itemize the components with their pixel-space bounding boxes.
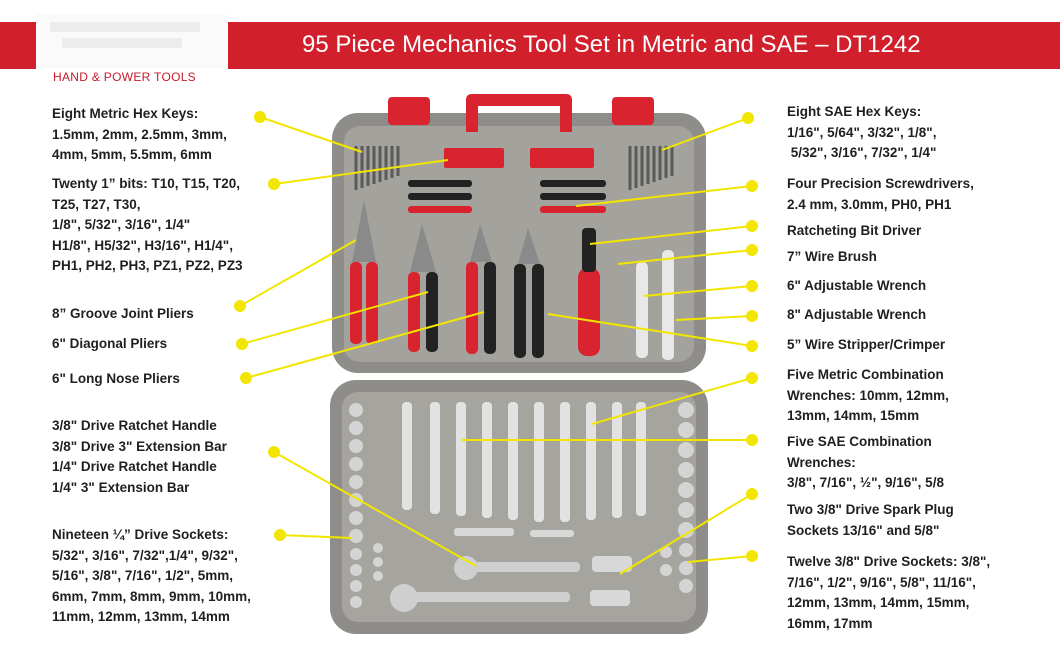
- label-bits: Twenty 1” bits: T10, T15, T20, T25, T27,…: [52, 174, 243, 277]
- label-line: Sockets 13/16" and 5/8": [787, 522, 940, 538]
- label-metric-combination: Five Metric Combination Wrenches: 10mm, …: [787, 365, 949, 427]
- label-line: 1/16", 5/64", 3/32", 1/8",: [787, 124, 937, 140]
- callout-lines: [234, 111, 758, 575]
- metric-hex-keys: [354, 146, 400, 190]
- groove-joint-pliers: [350, 200, 378, 344]
- label-threeeighth-sockets: Twelve 3/8" Drive Sockets: 3/8", 7/16", …: [787, 552, 990, 634]
- logo-mark-line: [62, 38, 182, 48]
- label-line: 1.5mm, 2mm, 2.5mm, 3mm,: [52, 126, 227, 142]
- label-line: 5/32", 3/16", 7/32",1/4", 9/32",: [52, 547, 238, 563]
- case-latch-left: [388, 97, 430, 125]
- label-line: 8" Adjustable Wrench: [787, 307, 927, 322]
- label-line: Twelve 3/8" Drive Sockets: 3/8",: [787, 554, 991, 569]
- label-line: 1/4" 3" Extension Bar: [52, 479, 190, 495]
- label-ratchets: 3/8" Drive Ratchet Handle 3/8" Drive 3" …: [52, 416, 227, 498]
- label-quarter-sockets: Nineteen ¼” Drive Sockets: 5/32", 3/16",…: [52, 525, 251, 628]
- spark-plug-sockets: [590, 556, 632, 606]
- extension-bars: [454, 528, 574, 537]
- label-line: 4mm, 5mm, 5.5mm, 6mm: [52, 147, 212, 162]
- label-line: 3/8", 7/16", ½", 9/16", 5/8: [787, 475, 944, 490]
- label-precision-screwdrivers: Four Precision Screwdrivers, 2.4 mm, 3.0…: [787, 174, 974, 215]
- label-line: 6" Diagonal Pliers: [52, 336, 168, 351]
- page-title: 95 Piece Mechanics Tool Set in Metric an…: [302, 31, 921, 58]
- label-long-nose-pliers: 6" Long Nose Pliers: [52, 369, 180, 390]
- combination-wrenches: [402, 402, 646, 522]
- label-sae-hex-keys: Eight SAE Hex Keys: 1/16", 5/64", 3/32",…: [787, 102, 936, 164]
- label-bit-driver: Ratcheting Bit Driver: [787, 221, 921, 242]
- label-sae-combination: Five SAE Combination Wrenches: 3/8", 7/1…: [787, 432, 944, 494]
- label-line: 6" Adjustable Wrench: [787, 278, 927, 293]
- label-line: 11mm, 12mm, 13mm, 14mm: [52, 609, 230, 624]
- label-line: 6" Long Nose Pliers: [52, 371, 180, 386]
- precision-screwdrivers: [408, 180, 606, 213]
- label-line: 1/8", 5/32", 3/16", 1/4": [52, 217, 191, 232]
- label-line: 2.4 mm, 3.0mm, PH0, PH1: [787, 196, 952, 212]
- brand-tagline: HAND & POWER TOOLS: [53, 70, 196, 84]
- label-line: 7” Wire Brush: [787, 249, 877, 264]
- label-line: 16mm, 17mm: [787, 615, 873, 631]
- long-nose-pliers: [466, 224, 496, 354]
- label-line: Eight SAE Hex Keys:: [787, 104, 922, 119]
- label-line: 5” Wire Stripper/Crimper: [787, 337, 946, 352]
- label-line: Twenty 1” bits: T10, T15, T20,: [52, 176, 241, 191]
- label-line: 7/16", 1/2", 9/16", 5/8", 11/16",: [787, 574, 976, 590]
- label-line: Eight Metric Hex Keys:: [52, 106, 199, 121]
- bit-holder-right: [530, 148, 594, 168]
- label-line: T25, T27, T30,: [52, 196, 141, 212]
- label-line: Five SAE Combination: [787, 434, 932, 449]
- case-latch-right: [612, 97, 654, 125]
- label-line: 5/16", 3/8", 7/16", 1/2", 5mm,: [52, 568, 233, 583]
- threeeighth-drive-sockets: [660, 402, 694, 593]
- label-line: Two 3/8" Drive Spark Plug: [787, 502, 954, 517]
- label-line: Four Precision Screwdrivers,: [787, 176, 974, 191]
- label-line: Nineteen ¼” Drive Sockets:: [52, 527, 229, 542]
- wire-stripper: [514, 228, 544, 358]
- label-line: Wrenches:: [787, 454, 856, 470]
- label-line: 1/4" Drive Ratchet Handle: [52, 459, 217, 474]
- label-line: H1/8", H5/32", H3/16", H1/4",: [52, 237, 233, 253]
- bit-holder-left: [444, 148, 504, 168]
- label-line: 3/8" Drive 3" Extension Bar: [52, 438, 227, 454]
- sae-hex-keys: [628, 146, 674, 190]
- label-groove-pliers: 8” Groove Joint Pliers: [52, 304, 194, 325]
- case-handle: [466, 94, 572, 132]
- logo-mark-line: [50, 22, 200, 32]
- label-line: 8” Groove Joint Pliers: [52, 306, 194, 321]
- label-line: 12mm, 13mm, 14mm, 15mm,: [787, 595, 970, 610]
- label-wire-brush: 7” Wire Brush: [787, 247, 877, 268]
- label-line: Five Metric Combination: [787, 367, 944, 382]
- label-line: 13mm, 14mm, 15mm: [787, 408, 920, 423]
- title-banner: [228, 22, 1060, 69]
- label-diagonal-pliers: 6" Diagonal Pliers: [52, 334, 167, 355]
- label-line: PH1, PH2, PH3, PZ1, PZ2, PZ3: [52, 258, 243, 273]
- label-line: 5/32", 3/16", 7/32", 1/4": [787, 145, 937, 160]
- label-line: 6mm, 7mm, 8mm, 9mm, 10mm,: [52, 588, 251, 604]
- label-wire-stripper: 5” Wire Stripper/Crimper: [787, 335, 945, 356]
- label-line: 3/8" Drive Ratchet Handle: [52, 418, 217, 433]
- label-adjustable-6: 6" Adjustable Wrench: [787, 276, 926, 297]
- label-adjustable-8: 8" Adjustable Wrench: [787, 305, 926, 326]
- ratcheting-bit-driver: [578, 228, 600, 356]
- ratchet-handles: [390, 556, 580, 612]
- label-line: Wrenches: 10mm, 12mm,: [787, 387, 949, 403]
- quarter-drive-sockets: [349, 403, 383, 608]
- label-spark-plug-sockets: Two 3/8" Drive Spark Plug Sockets 13/16"…: [787, 500, 954, 541]
- label-metric-hex-keys: Eight Metric Hex Keys: 1.5mm, 2mm, 2.5mm…: [52, 104, 227, 166]
- header-accent-strip: [0, 22, 36, 69]
- label-line: Ratcheting Bit Driver: [787, 223, 922, 238]
